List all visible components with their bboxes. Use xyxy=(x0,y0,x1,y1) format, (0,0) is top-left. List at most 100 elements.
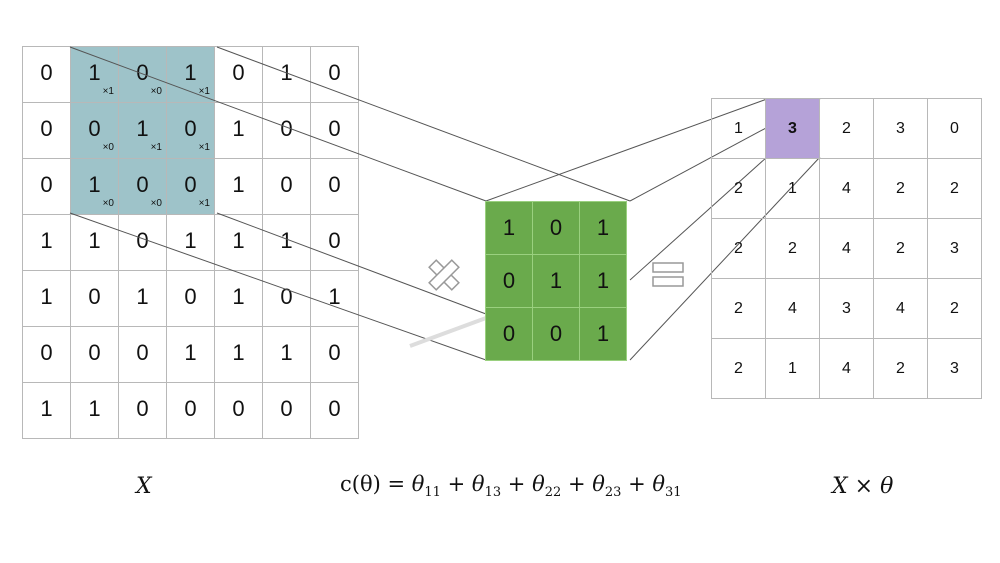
input-cell: 0×0 xyxy=(118,46,167,103)
output-cell: 2 xyxy=(765,218,820,279)
input-cell-value: 0 xyxy=(328,60,341,85)
weight-label: ×1 xyxy=(198,86,210,97)
output-cell: 2 xyxy=(711,278,766,339)
input-cell-value: 1 xyxy=(232,340,245,365)
input-cell-value: 0 xyxy=(280,396,293,421)
input-cell: 1×1 xyxy=(118,102,167,159)
input-cell: 0 xyxy=(118,326,167,383)
input-cell-value: 1 xyxy=(280,340,293,365)
kernel-cell: 0 xyxy=(485,307,533,361)
output-cell: 2 xyxy=(873,158,928,219)
input-cell-value: 1 xyxy=(232,284,245,309)
output-cell: 2 xyxy=(873,218,928,279)
cost-formula: c(θ) = θ11 + θ13 + θ22 + θ23 + θ31 xyxy=(340,472,682,501)
input-cell-value: 0 xyxy=(184,284,197,309)
output-cell: 3 xyxy=(819,278,874,339)
input-cell: 0 xyxy=(262,102,311,159)
weight-label: ×1 xyxy=(150,142,162,153)
input-cell: 0 xyxy=(310,382,359,439)
input-cell-value: 1 xyxy=(40,396,53,421)
output-cell: 1 xyxy=(765,158,820,219)
input-cell-value: 1 xyxy=(40,284,53,309)
output-cell: 4 xyxy=(873,278,928,339)
input-cell-value: 0 xyxy=(136,396,149,421)
input-cell-value: 1 xyxy=(136,284,149,309)
input-cell: 1×0 xyxy=(70,158,119,215)
input-cell-value: 0 xyxy=(136,228,149,253)
input-cell: 0 xyxy=(166,382,215,439)
formula-term: θ22 xyxy=(532,472,562,501)
input-cell-value: 1 xyxy=(40,228,53,253)
output-cell: 2 xyxy=(711,218,766,279)
formula-lhs: c(θ) = xyxy=(340,472,412,496)
output-cell: 4 xyxy=(819,218,874,279)
output-matrix-label: X × θ xyxy=(832,474,894,499)
input-cell-value: 0 xyxy=(136,172,149,197)
formula-term: θ13 xyxy=(471,472,502,501)
input-cell-value: 1 xyxy=(280,228,293,253)
input-cell-value: 0 xyxy=(88,116,101,141)
input-cell: 0 xyxy=(310,214,359,271)
kernel-cell: 0 xyxy=(532,307,580,361)
output-cell: 2 xyxy=(873,338,928,399)
input-cell-value: 1 xyxy=(88,60,101,85)
input-cell-value: 0 xyxy=(88,340,101,365)
weight-label: ×0 xyxy=(102,142,114,153)
output-cell: 0 xyxy=(927,98,982,159)
input-cell-value: 0 xyxy=(232,60,245,85)
weight-label: ×0 xyxy=(150,198,162,209)
input-row: 0 0 0 1 1 1 0 xyxy=(22,326,359,383)
input-cell: 0 xyxy=(310,158,359,215)
input-cell: 1 xyxy=(262,326,311,383)
input-cell: 1 xyxy=(214,326,263,383)
output-cell: 1 xyxy=(711,98,766,159)
input-cell-value: 0 xyxy=(136,340,149,365)
input-cell-value: 0 xyxy=(328,340,341,365)
input-cell-value: 1 xyxy=(232,116,245,141)
input-matrix-label: X xyxy=(136,474,152,499)
input-cell-value: 0 xyxy=(328,228,341,253)
formula-term: θ31 xyxy=(652,472,682,501)
input-cell-value: 1 xyxy=(184,228,197,253)
formula-term: θ23 xyxy=(592,472,622,501)
kernel-cell: 1 xyxy=(579,201,627,255)
output-cell: 4 xyxy=(819,338,874,399)
input-cell-value: 0 xyxy=(184,396,197,421)
output-cell: 3 xyxy=(927,338,982,399)
output-cell: 3 xyxy=(873,98,928,159)
input-cell-value: 0 xyxy=(328,396,341,421)
input-cell: 1×1 xyxy=(166,46,215,103)
output-cell: 2 xyxy=(927,158,982,219)
weight-label: ×0 xyxy=(102,198,114,209)
output-cell: 3 xyxy=(927,218,982,279)
weight-label: ×1 xyxy=(198,198,210,209)
input-cell: 1 xyxy=(166,326,215,383)
input-cell: 0 xyxy=(262,382,311,439)
equals-icon xyxy=(652,262,684,287)
input-cell: 1 xyxy=(70,214,119,271)
output-cell: 4 xyxy=(819,158,874,219)
kernel-cell: 1 xyxy=(485,201,533,255)
input-cell: 1 xyxy=(214,270,263,327)
input-cell: 1 xyxy=(70,382,119,439)
input-cell: 0 xyxy=(118,382,167,439)
input-cell-value: 1 xyxy=(88,396,101,421)
input-cell-value: 0 xyxy=(280,116,293,141)
input-cell: 1 xyxy=(214,102,263,159)
input-cell-value: 0 xyxy=(40,340,53,365)
input-cell-value: 1 xyxy=(184,340,197,365)
input-cell-value: 0 xyxy=(184,172,197,197)
input-cell-value: 0 xyxy=(88,284,101,309)
input-cell-value: 0 xyxy=(136,60,149,85)
multiply-icon xyxy=(428,259,460,291)
output-cell: 2 xyxy=(927,278,982,339)
input-cell: 1 xyxy=(22,214,71,271)
kernel-cell: 1 xyxy=(579,254,627,308)
